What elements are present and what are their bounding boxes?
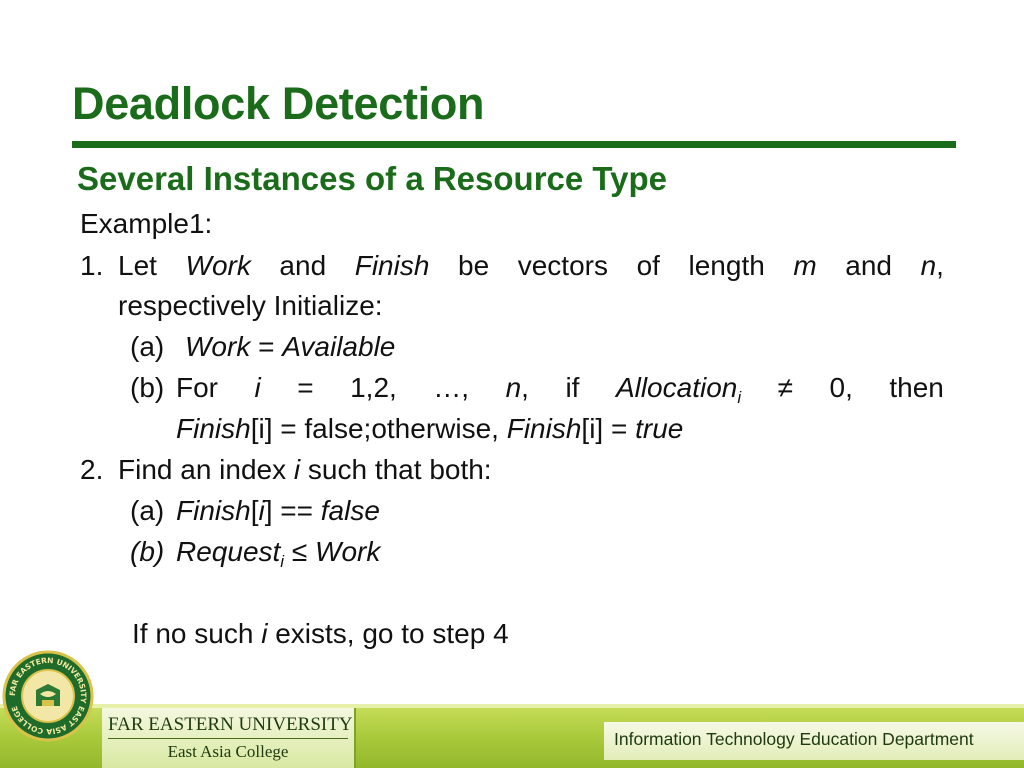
text-word: and (845, 250, 892, 281)
step1b-line1: For i = 1,2, …, n, if Allocationi ≠ 0, t… (176, 372, 944, 408)
text-word: [i] = (581, 413, 628, 444)
text-word: then (889, 372, 944, 403)
text-word: If no such (132, 618, 254, 649)
text-word: Work (185, 250, 251, 281)
step1-number: 1. (80, 250, 104, 281)
step2b-label: (b) (130, 536, 165, 567)
text-word: false (320, 495, 380, 526)
closing-line: If no such i exists, go to step 4 (132, 618, 509, 650)
text-word: Work (315, 536, 381, 567)
text-word: Finish (354, 250, 430, 281)
step1-line1: Let Work and Finish be vectors of length… (118, 250, 944, 282)
step2a-label: (a) (130, 495, 165, 526)
step2b-text: Requesti ≤ Work (176, 536, 380, 572)
text-word: of (636, 250, 660, 281)
text-word: = (297, 372, 314, 403)
text-word: Request (176, 536, 281, 567)
text-word: vectors (517, 250, 608, 281)
text-word: ≤ (291, 536, 308, 567)
step2-text: Find an index i such that both: (118, 454, 492, 486)
text-word: if (565, 372, 580, 403)
text-word: ≠ (777, 372, 793, 403)
text-word: Finish (176, 495, 251, 526)
text-word: i (258, 495, 265, 526)
text-word: i (261, 618, 268, 649)
text-word: and (279, 250, 327, 281)
text-word: n (505, 372, 522, 403)
subscript: i (737, 388, 742, 407)
step1a-label: (a) (130, 331, 165, 362)
text-word: , (936, 250, 944, 281)
footer-highlight-strip (0, 704, 1024, 710)
text-word: , (521, 372, 529, 403)
university-name: FAR EASTERN UNIVERSITY (108, 714, 353, 739)
college-name: East Asia College (167, 742, 289, 761)
department-banner (604, 722, 1024, 760)
step1b-label: (b) (130, 372, 165, 403)
step1a-text: Work = Available (185, 331, 395, 363)
text-word: n (920, 250, 937, 281)
text-word: ] == (264, 495, 313, 526)
step2a-text: Finish[i] == false (176, 495, 380, 527)
subscript: i (280, 552, 285, 571)
text-word: For (176, 372, 218, 403)
text-word: Available (282, 331, 396, 362)
step1-line2: respectively Initialize: (118, 290, 383, 321)
text-word: = (258, 331, 275, 362)
text-word: [ (250, 495, 259, 526)
text-word: i (293, 454, 301, 485)
text-word: Finish (176, 413, 251, 444)
slide-title: Deadlock Detection (72, 78, 485, 129)
text-word: true (635, 413, 684, 444)
text-word: 1,2, (350, 372, 397, 403)
text-word: be (458, 250, 490, 281)
slide-subtitle: Several Instances of a Resource Type (77, 160, 667, 197)
college-seal-icon: FAR EASTERN UNIVERSITY EAST ASIA COLLEGE (2, 650, 94, 742)
step1b-line2: Finish[i] = false;otherwise, Finish[i] =… (176, 413, 683, 445)
text-word: 0, (829, 372, 853, 403)
text-word: exists, go to step 4 (275, 618, 509, 649)
text-word: [i] = false;otherwise, (250, 413, 499, 444)
text-word: m (793, 250, 817, 281)
text-word: Let (118, 250, 157, 281)
text-word: i (254, 372, 261, 403)
text-word: length (688, 250, 765, 281)
step2-number: 2. (80, 454, 104, 485)
title-divider (72, 141, 956, 148)
department-name: Information Technology Education Departm… (614, 729, 974, 749)
text-word: Allocation (615, 372, 738, 403)
text-word: such that both: (307, 454, 492, 485)
text-word: …, (433, 372, 470, 403)
text-word: Work (185, 331, 251, 362)
text-word: Find an index (118, 454, 287, 485)
text-word: Finish (506, 413, 582, 444)
example-label: Example1: (80, 208, 213, 239)
